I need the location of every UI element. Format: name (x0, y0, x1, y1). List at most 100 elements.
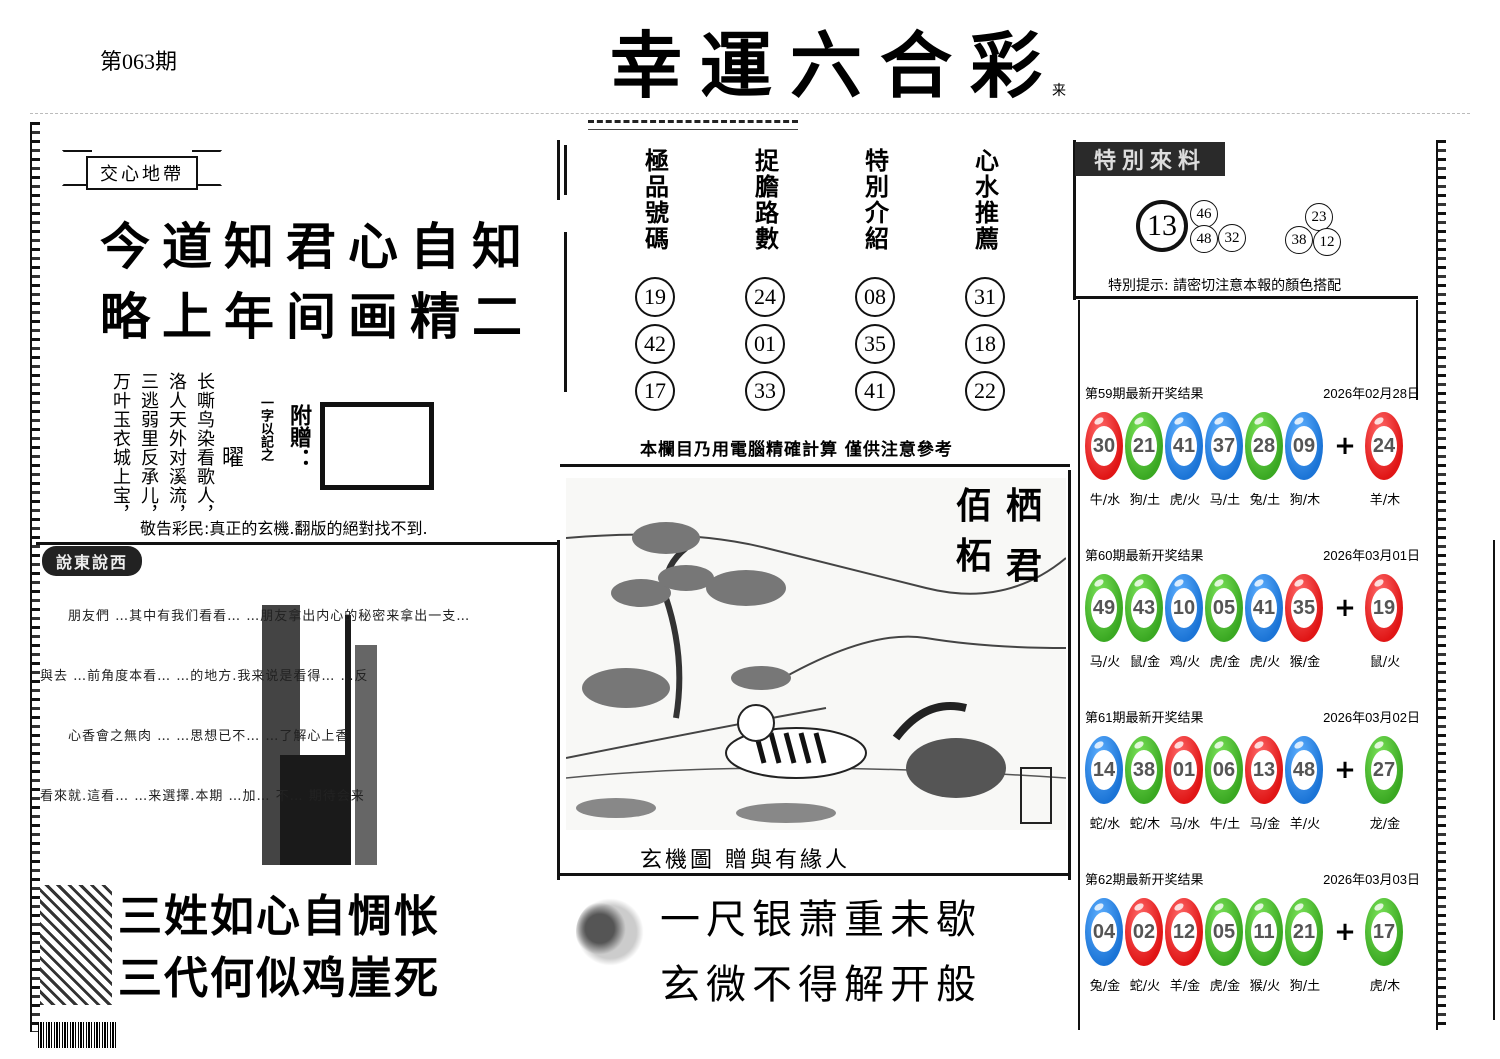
zodiac-label: 虎/木 (1369, 979, 1401, 994)
lottery-ball: 28 (1245, 412, 1283, 480)
zodiac-label: 蛇/水 (1089, 817, 1121, 832)
results-right-border (1416, 300, 1418, 400)
hint-label: 一字以記之 (258, 396, 273, 461)
pick-column: 捉膽路數 24 01 33 (730, 148, 800, 411)
pick-number: 42 (635, 324, 675, 364)
result-block-61: 第61期最新开奖结果 2026年03月02日 14 38 01 06 13 48… (1085, 707, 1420, 832)
ink-smudge (345, 615, 351, 865)
lottery-ball: 35 (1285, 574, 1323, 642)
special-number: 48 (1190, 225, 1218, 253)
poem-line-2: 略上年间画精二 (100, 287, 534, 346)
zodiac-label: 龙/金 (1369, 817, 1401, 832)
pick-column-title: 捉膽路數 (750, 148, 780, 252)
barcode-icon (38, 1022, 118, 1048)
special-ball: 27 (1365, 736, 1403, 804)
special-ball: 17 (1365, 898, 1403, 966)
divider-left-v-top (557, 140, 560, 200)
bottom-poem-line-1: 三姓如心自惆怅 (118, 891, 440, 942)
special-main-number: 13 (1136, 200, 1188, 252)
special-number: 46 (1190, 200, 1218, 228)
middle-poem-line-2: 玄微不得解开般 (660, 962, 982, 1008)
pick-number: 31 (965, 277, 1005, 317)
ink-smudge (280, 755, 350, 865)
zodiac-label: 鼠/火 (1369, 655, 1401, 670)
calculation-note: 本欄目乃用電腦精確計算 僅供注意參考 (640, 440, 953, 460)
verse-column: 万叶玉衣城上宝， (110, 372, 131, 524)
lottery-ball: 38 (1125, 736, 1163, 804)
zodiac-label: 虎/金 (1209, 979, 1241, 994)
plus-icon: + (1334, 431, 1356, 461)
result-title: 第60期最新开奖结果 (1085, 548, 1204, 563)
lottery-ball: 05 (1205, 574, 1243, 642)
special-ball: 19 (1365, 574, 1403, 642)
pick-column-title: 極品號碼 (640, 148, 670, 252)
result-title: 第59期最新开奖结果 (1085, 386, 1204, 401)
pick-number: 22 (965, 371, 1005, 411)
special-number: 32 (1218, 224, 1246, 252)
result-block-62: 第62期最新开奖结果 2026年03月03日 04 02 12 05 11 21… (1085, 869, 1420, 994)
zodiac-label: 虎/火 (1249, 655, 1281, 670)
svg-text:君: 君 (1006, 545, 1042, 587)
zodiac-label: 猴/火 (1249, 979, 1281, 994)
zodiac-label: 兔/金 (1089, 979, 1121, 994)
lottery-ball: 41 (1165, 412, 1203, 480)
zodiac-label: 马/火 (1089, 655, 1121, 670)
hint-character: 曜 (222, 446, 245, 471)
zodiac-label: 鸡/火 (1169, 655, 1201, 670)
gift-box (320, 402, 434, 490)
painting-caption: 玄機圖 贈與有緣人 (640, 848, 850, 873)
pick-column: 心水推薦 31 18 22 (950, 148, 1020, 411)
lottery-ball: 13 (1245, 736, 1283, 804)
results-left-border (1078, 300, 1080, 1030)
zodiac-label: 马/土 (1209, 493, 1241, 508)
zodiac-label: 蛇/火 (1129, 979, 1161, 994)
result-date: 2026年03月01日 (1323, 548, 1420, 563)
tiger-painting: 栖 佰 君 柘 (566, 478, 1066, 830)
lottery-ball: 12 (1165, 898, 1203, 966)
left-vine-border (30, 122, 40, 1032)
lottery-ball: 21 (1285, 898, 1323, 966)
zodiac-label: 虎/金 (1209, 655, 1241, 670)
lottery-ball: 10 (1165, 574, 1203, 642)
ink-smudge (355, 645, 377, 865)
page-title: 幸運六合彩 (610, 23, 1061, 108)
verse-column: 洛人天外对溪流， (166, 372, 187, 524)
issue-number: 第063期 (100, 49, 178, 74)
lottery-ball: 06 (1205, 736, 1243, 804)
lottery-ball: 49 (1085, 574, 1123, 642)
pick-number: 24 (745, 277, 785, 317)
lottery-ball: 11 (1245, 898, 1283, 966)
picks-columns: 極品號碼 19 42 17 捉膽路數 24 01 33 特別介紹 08 35 4… (620, 148, 1020, 411)
svg-text:佰: 佰 (956, 485, 992, 527)
verse-column: 长嘶鸟染看歌人， (194, 372, 215, 524)
special-tip: 特別提示: 請密切注意本報的顏色搭配 (1108, 278, 1342, 294)
painting-calligraphy: 栖 (1006, 485, 1042, 527)
plus-icon: + (1334, 755, 1356, 785)
lottery-ball: 43 (1125, 574, 1163, 642)
result-block-60: 第60期最新开奖结果 2026年03月01日 49 43 10 05 41 35… (1085, 545, 1420, 670)
pick-column-title: 心水推薦 (970, 148, 1000, 252)
zodiac-label: 兔/土 (1249, 493, 1281, 508)
special-number: 38 (1285, 226, 1313, 254)
lottery-ball: 48 (1285, 736, 1323, 804)
result-date: 2026年03月03日 (1323, 872, 1420, 887)
zodiac-label: 马/水 (1169, 817, 1201, 832)
result-title: 第61期最新开奖结果 (1085, 710, 1204, 725)
divider-left-v-bottom (557, 540, 560, 880)
plus-icon: + (1334, 593, 1356, 623)
pick-column: 極品號碼 19 42 17 (620, 148, 690, 411)
zodiac-label: 狗/土 (1289, 979, 1321, 994)
pick-number: 33 (745, 371, 785, 411)
special-number: 12 (1313, 228, 1341, 256)
lottery-ball: 41 (1245, 574, 1283, 642)
zodiac-label: 羊/火 (1289, 817, 1321, 832)
decorative-noise (40, 885, 112, 1005)
say-text-line: 看來就.這看… …来選擇.本期 …加… 不… 期待会来 (40, 789, 365, 804)
zodiac-label: 狗/木 (1289, 493, 1321, 508)
result-block-59: 第59期最新开奖结果 2026年02月28日 30 21 41 37 28 09… (1085, 383, 1420, 508)
divider-mid-v1 (564, 145, 567, 195)
divider-left-mid (36, 542, 558, 545)
lottery-ball: 21 (1125, 412, 1163, 480)
say-text-line: 朋友們 …其中有我们看看… …朋友拿出内心的秘密来拿出一支… (68, 609, 471, 624)
zodiac-label: 羊/金 (1169, 979, 1201, 994)
